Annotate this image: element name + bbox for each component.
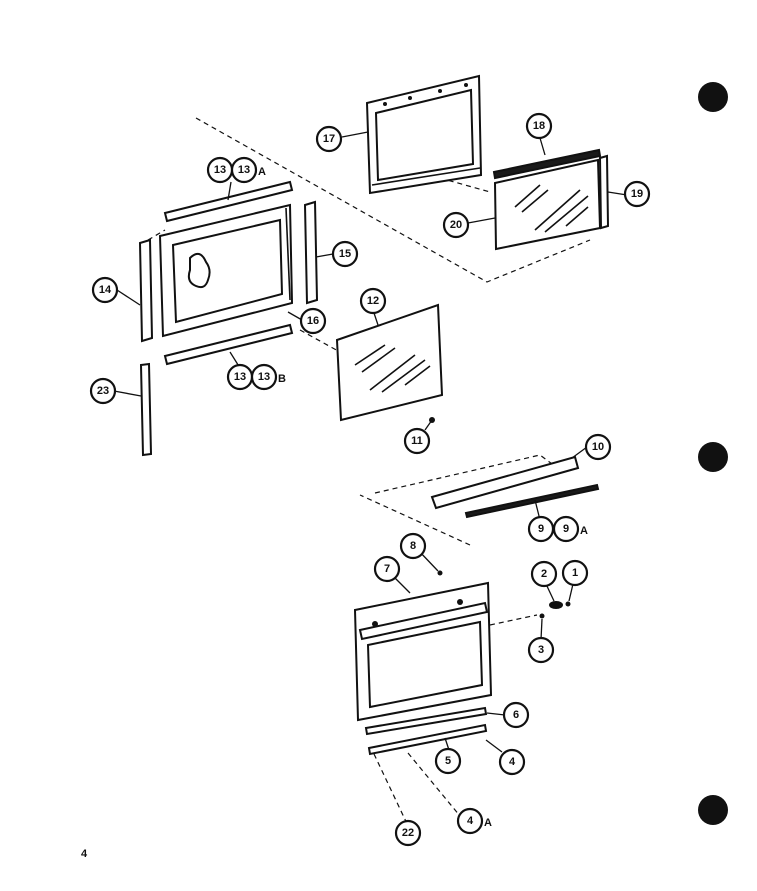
svg-text:9: 9	[563, 523, 569, 535]
part-14-left-strip	[138, 238, 154, 343]
part-10-handle-bar	[430, 455, 580, 510]
svg-text:1: 1	[572, 567, 578, 579]
callout-2: 2	[530, 560, 558, 588]
callout-22: 22	[394, 819, 422, 847]
svg-text:5: 5	[445, 755, 451, 767]
svg-text:13: 13	[234, 371, 246, 383]
svg-text:19: 19	[631, 188, 643, 200]
svg-text:4: 4	[467, 815, 474, 827]
callout-4: 4	[498, 748, 526, 776]
callout-7: 7	[373, 555, 401, 583]
svg-text:22: 22	[402, 827, 414, 839]
svg-text:B: B	[278, 373, 286, 385]
part-17-top-frame	[365, 74, 483, 195]
callout-1: 1	[561, 559, 589, 587]
callout-12: 12	[359, 287, 387, 315]
callout-6: 6	[502, 701, 530, 729]
callout-14: 14	[91, 276, 119, 304]
page-number: 4	[81, 848, 88, 860]
callout-18: 18	[525, 112, 553, 140]
svg-text:18: 18	[533, 120, 545, 132]
svg-text:13: 13	[238, 164, 250, 176]
punch-hole-top	[698, 82, 728, 112]
callout-15: 15	[331, 240, 359, 268]
svg-text:A: A	[484, 817, 492, 829]
svg-text:20: 20	[450, 219, 462, 231]
svg-text:17: 17	[323, 133, 335, 145]
svg-text:13: 13	[214, 164, 226, 176]
svg-text:11: 11	[411, 435, 423, 447]
part-23-vertical-strip	[139, 362, 153, 457]
svg-text:10: 10	[592, 441, 604, 453]
svg-text:8: 8	[410, 540, 416, 552]
callout-13-13b: 13 13 B	[226, 363, 286, 391]
part-20-glass-panel	[493, 158, 602, 251]
callout-10: 10	[584, 433, 612, 461]
callout-11: 11	[403, 427, 431, 455]
callout-13-13a: 13 13 A	[206, 156, 266, 184]
svg-text:3: 3	[538, 644, 544, 656]
callout-4a: 4 A	[456, 807, 492, 835]
callout-5: 5	[434, 747, 462, 775]
part-15-right-strip	[303, 200, 319, 305]
punch-hole-bottom	[698, 795, 728, 825]
svg-text:7: 7	[384, 563, 390, 575]
svg-text:15: 15	[339, 248, 351, 260]
svg-text:23: 23	[97, 385, 109, 397]
svg-text:14: 14	[99, 284, 112, 296]
part-9-seal-strip	[464, 483, 600, 519]
svg-text:9: 9	[538, 523, 544, 535]
svg-text:12: 12	[367, 295, 379, 307]
svg-text:A: A	[580, 525, 588, 537]
parts-1-2-3-hinge-hardware	[539, 601, 571, 619]
callout-16: 16	[299, 307, 327, 335]
svg-text:A: A	[258, 166, 266, 178]
callout-8: 8	[399, 532, 427, 560]
part-6-bottom-strip	[364, 706, 488, 736]
callout-20: 20	[442, 211, 470, 239]
part-16-door-frame	[158, 203, 294, 338]
assembly-dashed-lines	[147, 117, 591, 626]
part-7-lower-door	[353, 581, 493, 722]
part-13-top-trim	[163, 180, 294, 223]
part-5-bottom-rail	[367, 723, 488, 756]
svg-text:13: 13	[258, 371, 270, 383]
callout-19: 19	[623, 180, 651, 208]
part-12-inner-glass	[335, 303, 444, 422]
svg-text:16: 16	[307, 315, 319, 327]
svg-text:6: 6	[513, 709, 519, 721]
punch-hole-middle	[698, 442, 728, 472]
part-19-side-strip	[598, 154, 610, 230]
part-13-bottom-trim	[163, 323, 294, 366]
callout-23: 23	[89, 377, 117, 405]
callout-9-9a: 9 9 A	[527, 515, 588, 543]
svg-text:2: 2	[541, 568, 547, 580]
callout-3: 3	[527, 636, 555, 664]
part-8-screw	[437, 570, 443, 576]
svg-text:4: 4	[509, 756, 516, 768]
callout-17: 17	[315, 125, 343, 153]
part-18-top-strip	[492, 148, 602, 180]
